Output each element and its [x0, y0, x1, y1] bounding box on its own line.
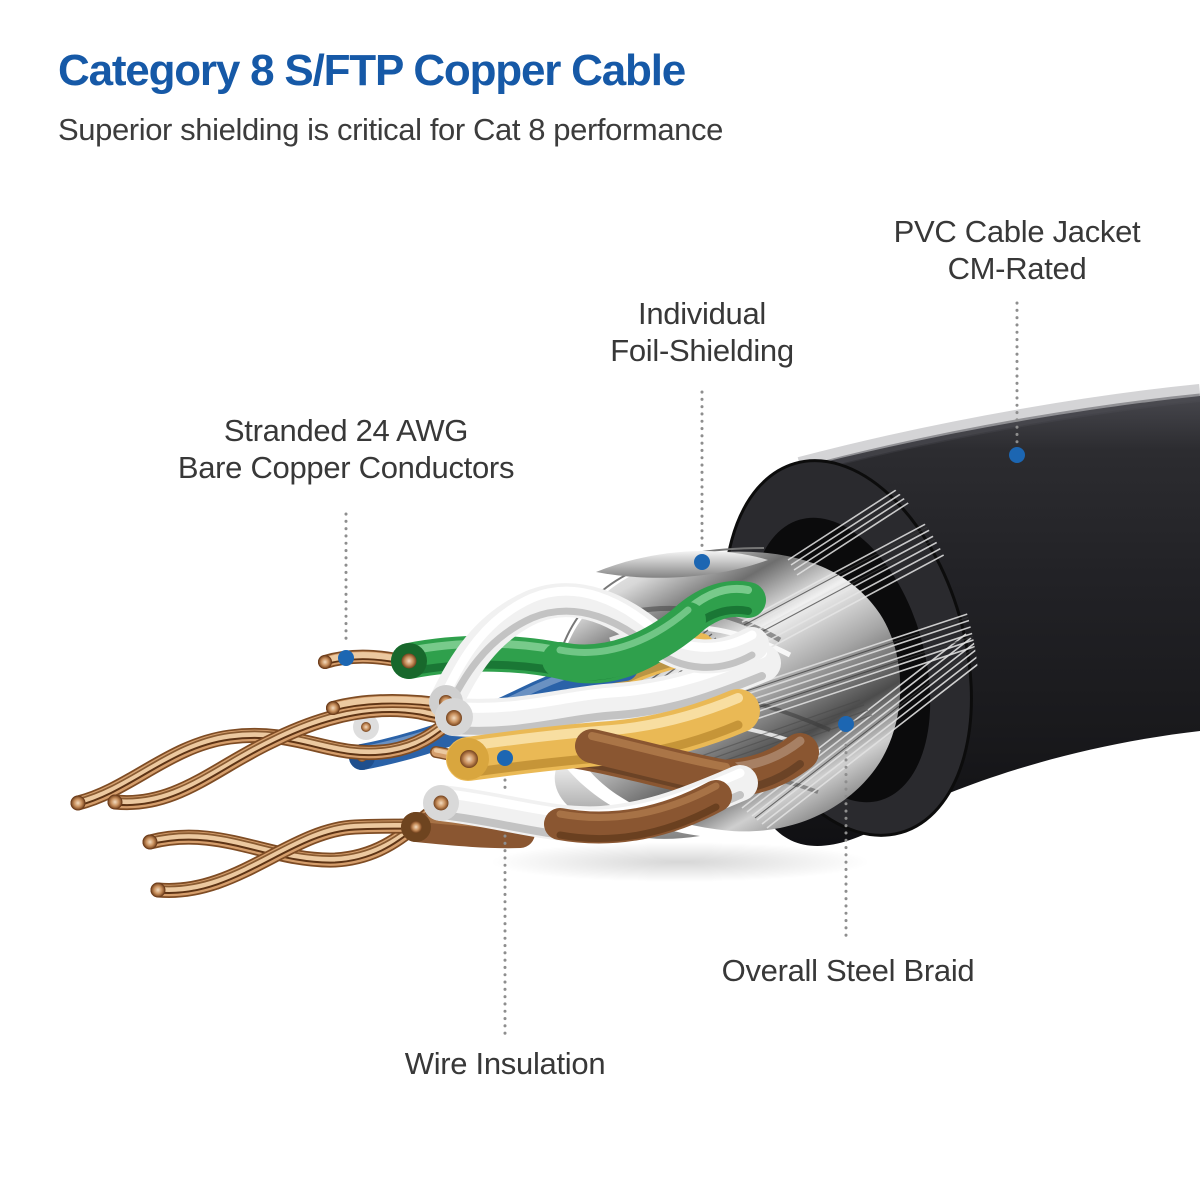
leader-dot-insulation: [497, 750, 513, 766]
leader-dot-braid: [838, 716, 854, 732]
callout-wire-insulation: Wire Insulation: [405, 1045, 606, 1082]
callout-conductors-line1: Stranded 24 AWG: [223, 413, 469, 448]
twisted-pair-long-lower: [142, 804, 438, 897]
page-title: Category 8 S/FTP Copper Cable: [58, 46, 686, 95]
callout-conductors-line2: Bare Copper Conductors: [177, 450, 515, 485]
callout-insulation-line1: Wire Insulation: [404, 1046, 606, 1081]
ground-shadow: [490, 842, 870, 882]
callout-foil-line2: Foil-Shielding: [610, 333, 794, 368]
callout-copper-conductors: Stranded 24 AWG Bare Copper Conductors: [177, 412, 515, 486]
callout-leaders: [338, 301, 1025, 1042]
twisted-pair-long-upper: [70, 706, 456, 811]
page-subtitle: Superior shielding is critical for Cat 8…: [58, 112, 723, 147]
copper-twisted-pairs: [70, 655, 467, 897]
callout-braid-line1: Overall Steel Braid: [721, 953, 975, 988]
callout-pvc-jacket-line2: CM-Rated: [947, 251, 1087, 286]
leader-dot-pvc-jacket: [1009, 447, 1025, 463]
leader-dot-foil: [694, 554, 710, 570]
callout-steel-braid: Overall Steel Braid: [722, 952, 975, 989]
wire-tips: [391, 643, 489, 842]
callout-foil-shielding: Individual Foil-Shielding: [610, 295, 794, 369]
callout-pvc-jacket: PVC Cable Jacket CM-Rated: [894, 213, 1141, 287]
callout-foil-line1: Individual: [638, 296, 766, 331]
leader-dot-conductors: [338, 650, 354, 666]
twisted-pair-short-top: [318, 655, 451, 715]
callout-pvc-jacket-line1: PVC Cable Jacket: [893, 214, 1141, 249]
